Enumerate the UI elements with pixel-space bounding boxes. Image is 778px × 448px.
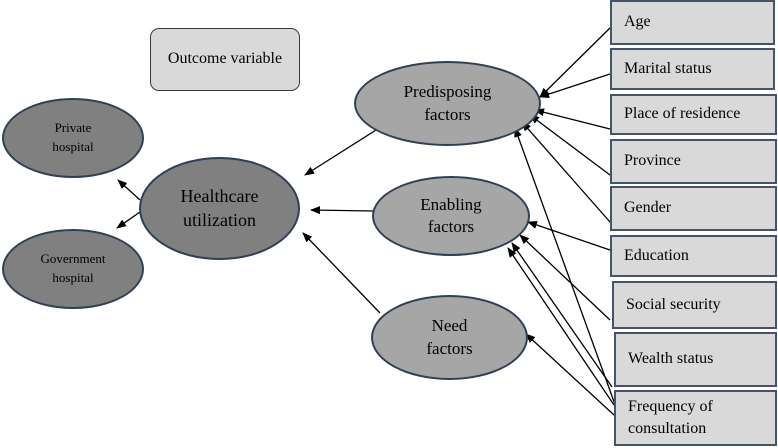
factor-box-frequency-of-consultation: Frequency of consultation bbox=[614, 390, 777, 446]
arrow-residence-to-predisposing bbox=[534, 108, 611, 130]
factor-label-education: Education bbox=[624, 246, 689, 264]
arrow-enabling-to-utilization bbox=[310, 206, 374, 215]
factor-box-wealth-status: Wealth status bbox=[614, 332, 777, 387]
arrow-gender-to-predisposing bbox=[521, 121, 611, 223]
private-hospital-label: Private hospital bbox=[52, 120, 94, 154]
government-hospital-label: Government hospital bbox=[40, 251, 106, 285]
arrow-utilization-to-private bbox=[117, 179, 141, 201]
factor-box-gender: Gender bbox=[610, 186, 777, 231]
arrow-predisposing-to-utilization bbox=[304, 124, 385, 176]
factor-label-wealth-status: Wealth status bbox=[628, 350, 714, 368]
factor-box-education: Education bbox=[610, 235, 777, 277]
arrow-need-to-utilization bbox=[302, 232, 381, 314]
outcome-variable-legend: Outcome variable bbox=[150, 28, 300, 91]
factor-box-age: Age bbox=[610, 0, 775, 45]
predisposing-factors-label: Predisposing factors bbox=[403, 82, 492, 124]
arrow-social-to-enabling bbox=[519, 234, 611, 321]
factor-label-gender: Gender bbox=[624, 199, 672, 217]
arrow-wealth-to-enabling bbox=[511, 242, 613, 388]
government-hospital-node: Government hospital bbox=[2, 229, 144, 309]
arrow-utilization-to-government bbox=[116, 211, 141, 229]
factor-label-marital-status: Marital status bbox=[624, 59, 712, 77]
arrow-marital-to-predisposing bbox=[539, 73, 611, 98]
factor-box-marital-status: Marital status bbox=[610, 48, 775, 90]
factor-box-province: Province bbox=[610, 139, 777, 184]
arrow-frequency-to-need bbox=[525, 333, 615, 416]
enabling-factors-label: Enabling factors bbox=[420, 194, 482, 236]
factor-box-place-of-residence: Place of residence bbox=[610, 94, 777, 135]
factor-label-place-of-residence: Place of residence bbox=[624, 105, 741, 123]
need-factors-node: Need factors bbox=[371, 295, 528, 380]
arrow-frequency-to-predisposing bbox=[514, 127, 618, 411]
predisposing-factors-node: Predisposing factors bbox=[354, 61, 541, 146]
factor-label-social-security: Social security bbox=[626, 295, 721, 313]
factor-label-frequency-of-consultation: Frequency of consultation bbox=[628, 397, 713, 437]
arrow-frequency-to-enabling bbox=[507, 247, 615, 406]
factor-label-province: Province bbox=[624, 152, 681, 170]
arrow-age-to-predisposing bbox=[539, 27, 611, 98]
need-factors-label: Need factors bbox=[426, 316, 473, 358]
arrow-province-to-predisposing bbox=[529, 114, 611, 176]
enabling-factors-node: Enabling factors bbox=[372, 176, 530, 256]
outcome-variable-label: Outcome variable bbox=[167, 50, 283, 68]
private-hospital-node: Private hospital bbox=[2, 98, 144, 178]
factor-label-age: Age bbox=[624, 13, 651, 31]
arrow-education-to-enabling bbox=[527, 221, 611, 251]
healthcare-utilization-node: Healthcare utilization bbox=[139, 157, 300, 260]
healthcare-utilization-label: Healthcare utilization bbox=[180, 186, 259, 230]
factor-box-social-security: Social security bbox=[612, 281, 777, 329]
